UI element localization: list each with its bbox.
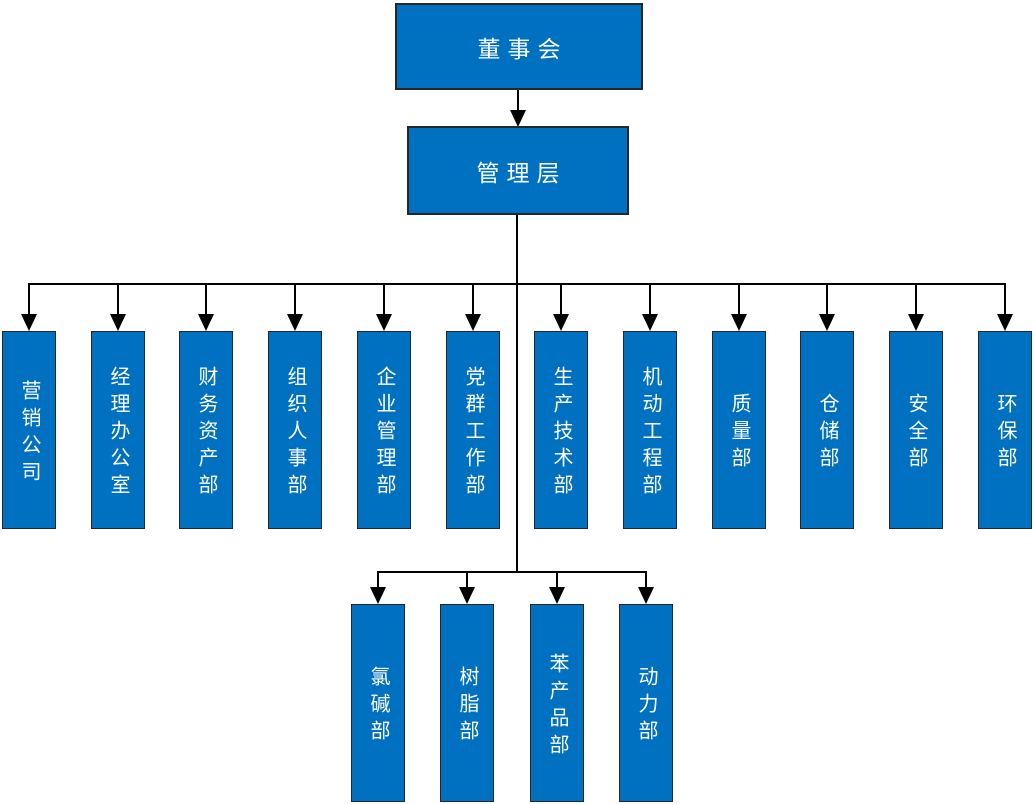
org-node-board: 董事会 [395, 3, 643, 90]
org-node-department-arrowhead-icon [642, 314, 658, 331]
org-node-department-connector-line [472, 283, 474, 316]
connector-board-to-management-arrowhead-icon [510, 110, 526, 127]
org-node-department-arrowhead-icon [908, 314, 924, 331]
org-node-department-connector-line [383, 283, 385, 316]
org-node-department-connector-line [205, 283, 207, 316]
org-node-department-11-label: 环保部 [994, 393, 1016, 474]
org-node-department-3-label: 组织人事部 [284, 366, 306, 501]
org-node-department-arrowhead-icon [997, 314, 1013, 331]
org-node-department-11: 环保部 [978, 331, 1032, 529]
org-node-subdepartment-arrowhead-icon [459, 587, 475, 604]
org-node-subdepartment-3-label: 动力部 [635, 666, 657, 747]
org-node-department-arrowhead-icon [21, 314, 37, 331]
org-node-department-1-label: 经理办公室 [107, 366, 129, 501]
org-node-subdepartment-connector-line [377, 571, 379, 588]
org-node-management: 管理层 [407, 126, 629, 215]
org-node-department-arrowhead-icon [198, 314, 214, 331]
org-node-department-9: 仓储部 [800, 331, 854, 529]
connector-departments-bus-line [28, 283, 1006, 285]
org-node-subdepartment-connector-line [645, 571, 647, 588]
org-node-department-arrowhead-icon [731, 314, 747, 331]
org-node-department-arrowhead-icon [465, 314, 481, 331]
org-node-subdepartment-0-label: 氯碱部 [367, 666, 389, 747]
org-node-department-2: 财务资产部 [179, 331, 233, 529]
org-node-subdepartment-arrowhead-icon [638, 587, 654, 604]
org-node-subdepartment-3: 动力部 [619, 604, 673, 802]
org-node-board-label: 董事会 [477, 36, 568, 62]
org-node-subdepartment-2-label: 苯产品部 [546, 652, 568, 761]
org-node-department-connector-line [294, 283, 296, 316]
org-node-department-connector-line [738, 283, 740, 316]
connector-board-to-management-line [517, 90, 519, 112]
org-node-department-connector-line [117, 283, 119, 316]
org-node-department-connector-line [915, 283, 917, 316]
org-node-department-7: 机动工程部 [623, 331, 677, 529]
org-node-department-connector-line [560, 283, 562, 316]
org-node-department-arrowhead-icon [819, 314, 835, 331]
org-node-department-10-label: 安全部 [905, 393, 927, 474]
org-node-department-arrowhead-icon [287, 314, 303, 331]
connector-management-trunk-line [516, 215, 518, 573]
org-node-subdepartment-connector-line [466, 571, 468, 588]
org-node-department-4: 企业管理部 [357, 331, 411, 529]
org-node-subdepartment-1: 树脂部 [440, 604, 494, 802]
org-node-department-8: 质量部 [712, 331, 766, 529]
org-node-management-label: 管理层 [476, 160, 567, 186]
org-node-subdepartment-2: 苯产品部 [530, 604, 584, 802]
org-node-department-4-label: 企业管理部 [373, 366, 395, 501]
org-node-subdepartment-arrowhead-icon [549, 587, 565, 604]
org-node-department-connector-line [826, 283, 828, 316]
org-node-department-connector-line [28, 283, 30, 316]
org-node-department-6: 生产技术部 [534, 331, 588, 529]
org-node-department-connector-line [649, 283, 651, 316]
org-node-department-5-label: 党群工作部 [462, 366, 484, 501]
org-node-department-7-label: 机动工程部 [639, 366, 661, 501]
org-node-department-6-label: 生产技术部 [550, 366, 572, 501]
org-node-department-8-label: 质量部 [728, 393, 750, 474]
org-node-department-3: 组织人事部 [268, 331, 322, 529]
org-node-department-5: 党群工作部 [446, 331, 500, 529]
org-node-department-0-label: 营销公司 [18, 379, 40, 488]
org-node-department-9-label: 仓储部 [816, 393, 838, 474]
org-node-subdepartment-1-label: 树脂部 [456, 666, 478, 747]
org-node-department-2-label: 财务资产部 [195, 366, 217, 501]
org-node-department-10: 安全部 [889, 331, 943, 529]
connector-subdepartments-bus-line [378, 571, 647, 573]
org-node-subdepartment-connector-line [556, 571, 558, 588]
org-node-department-connector-line [1004, 283, 1006, 316]
org-node-department-arrowhead-icon [110, 314, 126, 331]
org-node-department-0: 营销公司 [2, 331, 56, 529]
org-node-subdepartment-arrowhead-icon [370, 587, 386, 604]
org-node-subdepartment-0: 氯碱部 [351, 604, 405, 802]
org-node-department-1: 经理办公室 [91, 331, 145, 529]
org-node-department-arrowhead-icon [553, 314, 569, 331]
org-node-department-arrowhead-icon [376, 314, 392, 331]
